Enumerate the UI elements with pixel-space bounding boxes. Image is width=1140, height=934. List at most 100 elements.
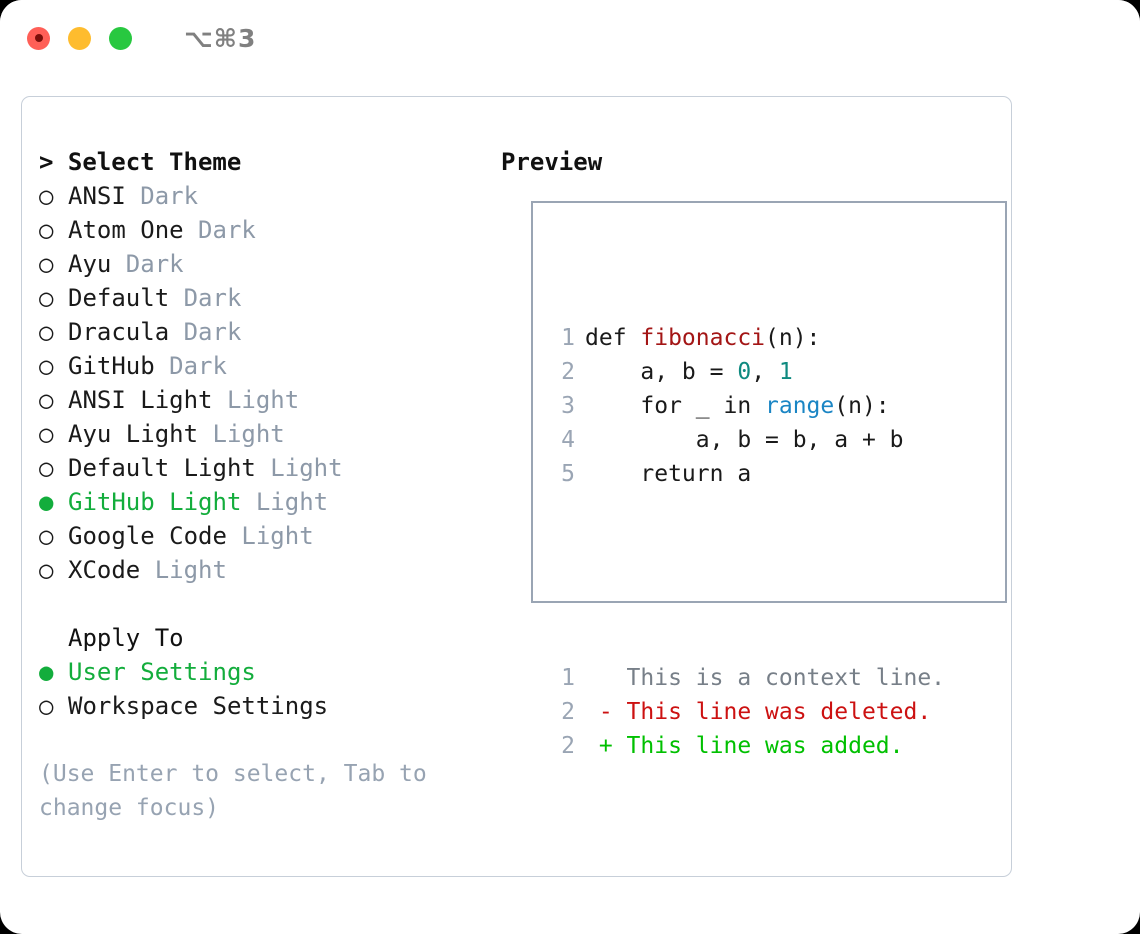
preview-header: Preview [501, 148, 603, 176]
line-number: 2 [561, 359, 575, 385]
apply-to-item[interactable]: ○ Workspace Settings [39, 689, 479, 723]
code-line: 3 for _ in range(n): [551, 389, 945, 423]
line-number: 5 [561, 461, 575, 487]
diff-sample: 1 This is a context line. 2 - This line w… [551, 661, 945, 763]
diff-line-deleted: 2 - This line was deleted. [551, 695, 945, 729]
theme-list-item[interactable]: ○ ANSI Dark [39, 179, 479, 213]
theme-list-item[interactable]: ○ ANSI Light Light [39, 383, 479, 417]
theme-list-item[interactable]: ○ Default Light Light [39, 451, 479, 485]
theme-selection-pane: > Select Theme ○ANSI Dark○Atom One Dark○… [39, 145, 479, 825]
window-controls [27, 26, 132, 50]
code-token-fn: fibonacci [640, 325, 766, 351]
theme-name-label: GitHub Light [68, 488, 242, 516]
theme-list-item[interactable]: ○ XCode Light [39, 553, 479, 587]
code-token-plain: return a [585, 461, 752, 487]
apply-to-item[interactable]: ●User Settings [39, 655, 479, 689]
code-token-plain: for _ in [585, 393, 766, 419]
theme-name-label: ANSI Light [68, 386, 213, 414]
code-token-num: 1 [778, 359, 793, 385]
code-token-plain: a, b = b, a + b [585, 427, 904, 453]
line-number: 2 [561, 733, 575, 759]
code-line: 4 a, b = b, a + b [551, 423, 945, 457]
theme-list-item[interactable]: ○Atom One Dark [39, 213, 479, 247]
radio-unselected-icon: ○ [39, 556, 54, 584]
diff-line-text: - This line was deleted. [585, 699, 932, 725]
code-token-num: 0 [737, 359, 752, 385]
theme-variant-tag: Dark [154, 352, 227, 380]
theme-variant-tag: Dark [183, 216, 256, 244]
theme-variant-tag: Light [140, 556, 227, 584]
apply-to-header: Apply To [68, 624, 184, 652]
theme-variant-tag: Light [212, 386, 300, 414]
theme-name-label: GitHub [68, 352, 155, 380]
radio-selected-icon: ● [39, 488, 54, 516]
theme-list-item[interactable]: ○Default Dark [39, 281, 479, 315]
theme-list-item[interactable]: ○ Dracula Dark [39, 315, 479, 349]
theme-name-label: Default Light [68, 454, 256, 482]
zoom-button[interactable] [109, 26, 132, 50]
line-number: 4 [561, 427, 575, 453]
radio-unselected-icon: ○ [39, 182, 54, 210]
diff-line-added: 2 + This line was added. [551, 729, 945, 763]
theme-list-item[interactable]: ● GitHub Light Light [39, 485, 479, 519]
diff-line-text: This is a context line. [585, 665, 946, 691]
theme-name-label: XCode [68, 556, 141, 584]
theme-variant-tag: Light [241, 488, 329, 516]
keyboard-shortcut-label: ⌥⌘3 [184, 23, 257, 53]
line-number: 2 [561, 699, 575, 725]
code-token-plain: (n): [834, 393, 890, 419]
radio-unselected-icon: ○ [39, 692, 54, 720]
theme-variant-tag: Dark [169, 318, 242, 346]
theme-name-label: Default [68, 284, 170, 312]
code-line: 5 return a [551, 457, 945, 491]
theme-variant-tag: Dark [111, 250, 184, 278]
theme-name-label: Atom One [68, 216, 184, 244]
theme-name-label: Google Code [68, 522, 227, 550]
code-token-plain: a, b = [585, 359, 738, 385]
line-number: 3 [561, 393, 575, 419]
radio-unselected-icon: ○ [39, 454, 54, 482]
list-spacer [39, 587, 479, 621]
line-number: 1 [561, 665, 575, 691]
radio-unselected-icon: ○ [39, 522, 54, 550]
theme-name-label: ANSI [68, 182, 126, 210]
code-token-call: range [765, 393, 835, 419]
theme-dialog: > Select Theme ○ANSI Dark○Atom One Dark○… [21, 96, 1012, 877]
radio-unselected-icon: ○ [39, 386, 54, 414]
theme-variant-tag: Light [198, 420, 285, 448]
code-token-plain: (n): [765, 325, 821, 351]
theme-list-item[interactable]: ○Google Code Light [39, 519, 479, 553]
code-token-plain: , [751, 359, 779, 385]
diff-line-text: + This line was added. [585, 733, 904, 759]
theme-name-label: Ayu Light [68, 420, 199, 448]
theme-list-item[interactable]: ○ GitHub Dark [39, 349, 479, 383]
theme-list[interactable]: ○ANSI Dark○Atom One Dark○Ayu Dark○Defaul… [39, 179, 479, 587]
radio-unselected-icon: ○ [39, 318, 54, 346]
radio-unselected-icon: ○ [39, 284, 54, 312]
apply-to-label: Workspace Settings [68, 692, 329, 720]
code-line: 1 def fibonacci(n): [551, 321, 945, 355]
minimize-button[interactable] [68, 26, 91, 50]
apply-to-list[interactable]: ●User Settings ○ Workspace Settings [39, 655, 479, 723]
theme-variant-tag: Dark [125, 182, 199, 210]
apply-to-label: User Settings [68, 658, 256, 686]
select-theme-header: > Select Theme [39, 148, 242, 176]
title-bar: ⌥⌘3 [0, 0, 1140, 76]
radio-unselected-icon: ○ [39, 250, 54, 278]
theme-list-item[interactable]: ○Ayu Dark [39, 247, 479, 281]
radio-unselected-icon: ○ [39, 352, 54, 380]
theme-list-item[interactable]: ○ Ayu Light Light [39, 417, 479, 451]
code-diff-separator [551, 559, 945, 593]
radio-unselected-icon: ○ [39, 420, 54, 448]
theme-variant-tag: Light [255, 454, 343, 482]
keyboard-hint-text: (Use Enter to select, Tab to change focu… [39, 761, 441, 821]
close-button[interactable] [27, 26, 50, 50]
theme-name-label: Dracula [68, 318, 170, 346]
code-token-plain: def [585, 325, 641, 351]
line-number: 1 [561, 325, 575, 351]
